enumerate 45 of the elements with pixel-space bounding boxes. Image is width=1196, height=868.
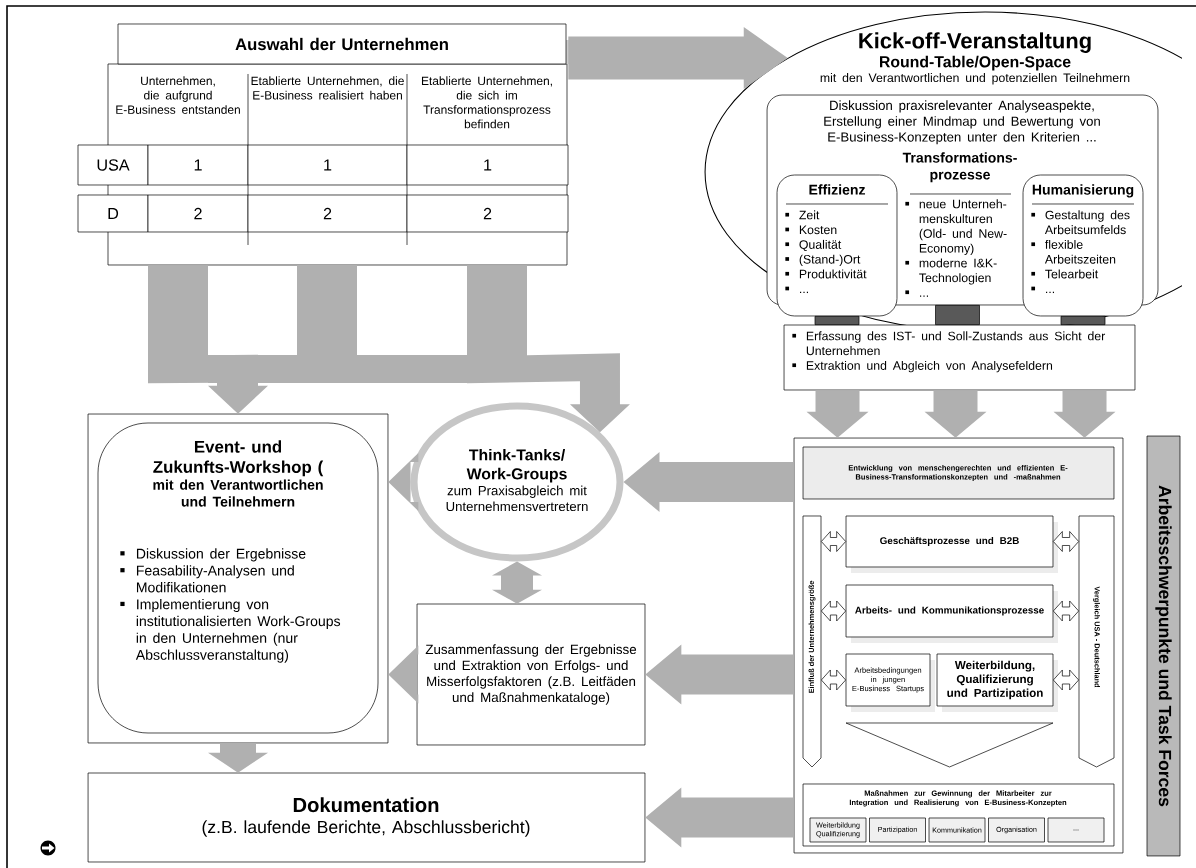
bullet-box: Erfassung des IST- und Soll-Zustands aus Sicht der Unternehmen Extraktion und Abgleich von Analysefeldern bbox=[783, 324, 1136, 391]
column-header: Etablierte Unternehmen, die E-Business realisiert haben bbox=[251, 76, 404, 100]
table-cell: 2 bbox=[406, 194, 569, 233]
process-box: Geschäftsprozesse und B2B bbox=[845, 515, 1058, 573]
double-arrow bbox=[1053, 531, 1079, 552]
double-arrow bbox=[821, 531, 847, 552]
arrow bbox=[623, 452, 794, 512]
funnel-triangle bbox=[845, 722, 1054, 768]
workshop-box: Event- und Zukunfts-Workshop ( mit den Verantwortlichen und Teilnehmern Diskussion der Ergebnisse Feasability-Analysen und Modifikationen Implementierung von institutionalisierten Work-Groups in den Unternehmen (nur Abschlussveranstaltung) bbox=[87, 413, 389, 744]
arrow bbox=[806, 390, 869, 438]
column-header: Unternehmen, die aufgrund E-Business entstanden bbox=[116, 76, 240, 114]
criteria-box: Effizienz Zeit Kosten Qualität (Stand-)Ort Produktivität ... bbox=[776, 174, 898, 317]
table-cell: 1 bbox=[406, 144, 569, 186]
arrow bbox=[148, 265, 268, 414]
arrow bbox=[1053, 390, 1116, 438]
table-cell: D bbox=[77, 194, 149, 233]
table-cell: 2 bbox=[147, 194, 249, 233]
node-label: Auswahl der Unternehmen bbox=[235, 37, 448, 51]
arrow bbox=[467, 265, 630, 433]
table-cell: 1 bbox=[147, 144, 249, 186]
double-arrow bbox=[1053, 669, 1079, 691]
double-arrow bbox=[1053, 600, 1079, 622]
arrow bbox=[924, 390, 987, 438]
connector-bar bbox=[1060, 315, 1106, 325]
side-banner: Arbeitsschwerpunkte und Task Forces bbox=[1146, 435, 1181, 857]
arrow bbox=[208, 743, 268, 773]
arrow bbox=[388, 453, 419, 511]
arrow bbox=[568, 27, 788, 90]
connector-bar bbox=[814, 315, 860, 325]
documentation-box: Dokumentation (z.B. laufende Berichte, Abschlussbericht) bbox=[87, 772, 646, 863]
arrow bbox=[645, 787, 794, 848]
connector-bar bbox=[935, 304, 980, 325]
table-cell: 1 bbox=[247, 144, 408, 186]
arrow bbox=[645, 644, 794, 705]
double-arrow bbox=[821, 600, 847, 622]
double-arrow bbox=[492, 561, 542, 604]
process-box: Arbeits- und Kommunikationsprozesse bbox=[845, 584, 1058, 643]
criteria-box: Humanisierung Gestaltung des Arbeitsumfelds flexible Arbeitszeiten Telearbeit ... bbox=[1022, 174, 1144, 317]
process-box: Weiterbildung, Qualifizierung und Partizipation bbox=[936, 653, 1058, 712]
summary-box: Zusammenfassung der Ergebnisse und Extraktion von Erfolgs- und Misserfolgsfaktoren (z.B. Leitfäden und Maßnahmenkataloge) bbox=[416, 603, 646, 746]
arrow bbox=[388, 645, 419, 704]
double-arrow bbox=[821, 669, 846, 691]
column-header: Etablierte Unternehmen, die sich im Transformationsprozess befinden bbox=[422, 76, 552, 129]
table-cell: 2 bbox=[247, 194, 408, 233]
table-cell: USA bbox=[77, 144, 149, 186]
